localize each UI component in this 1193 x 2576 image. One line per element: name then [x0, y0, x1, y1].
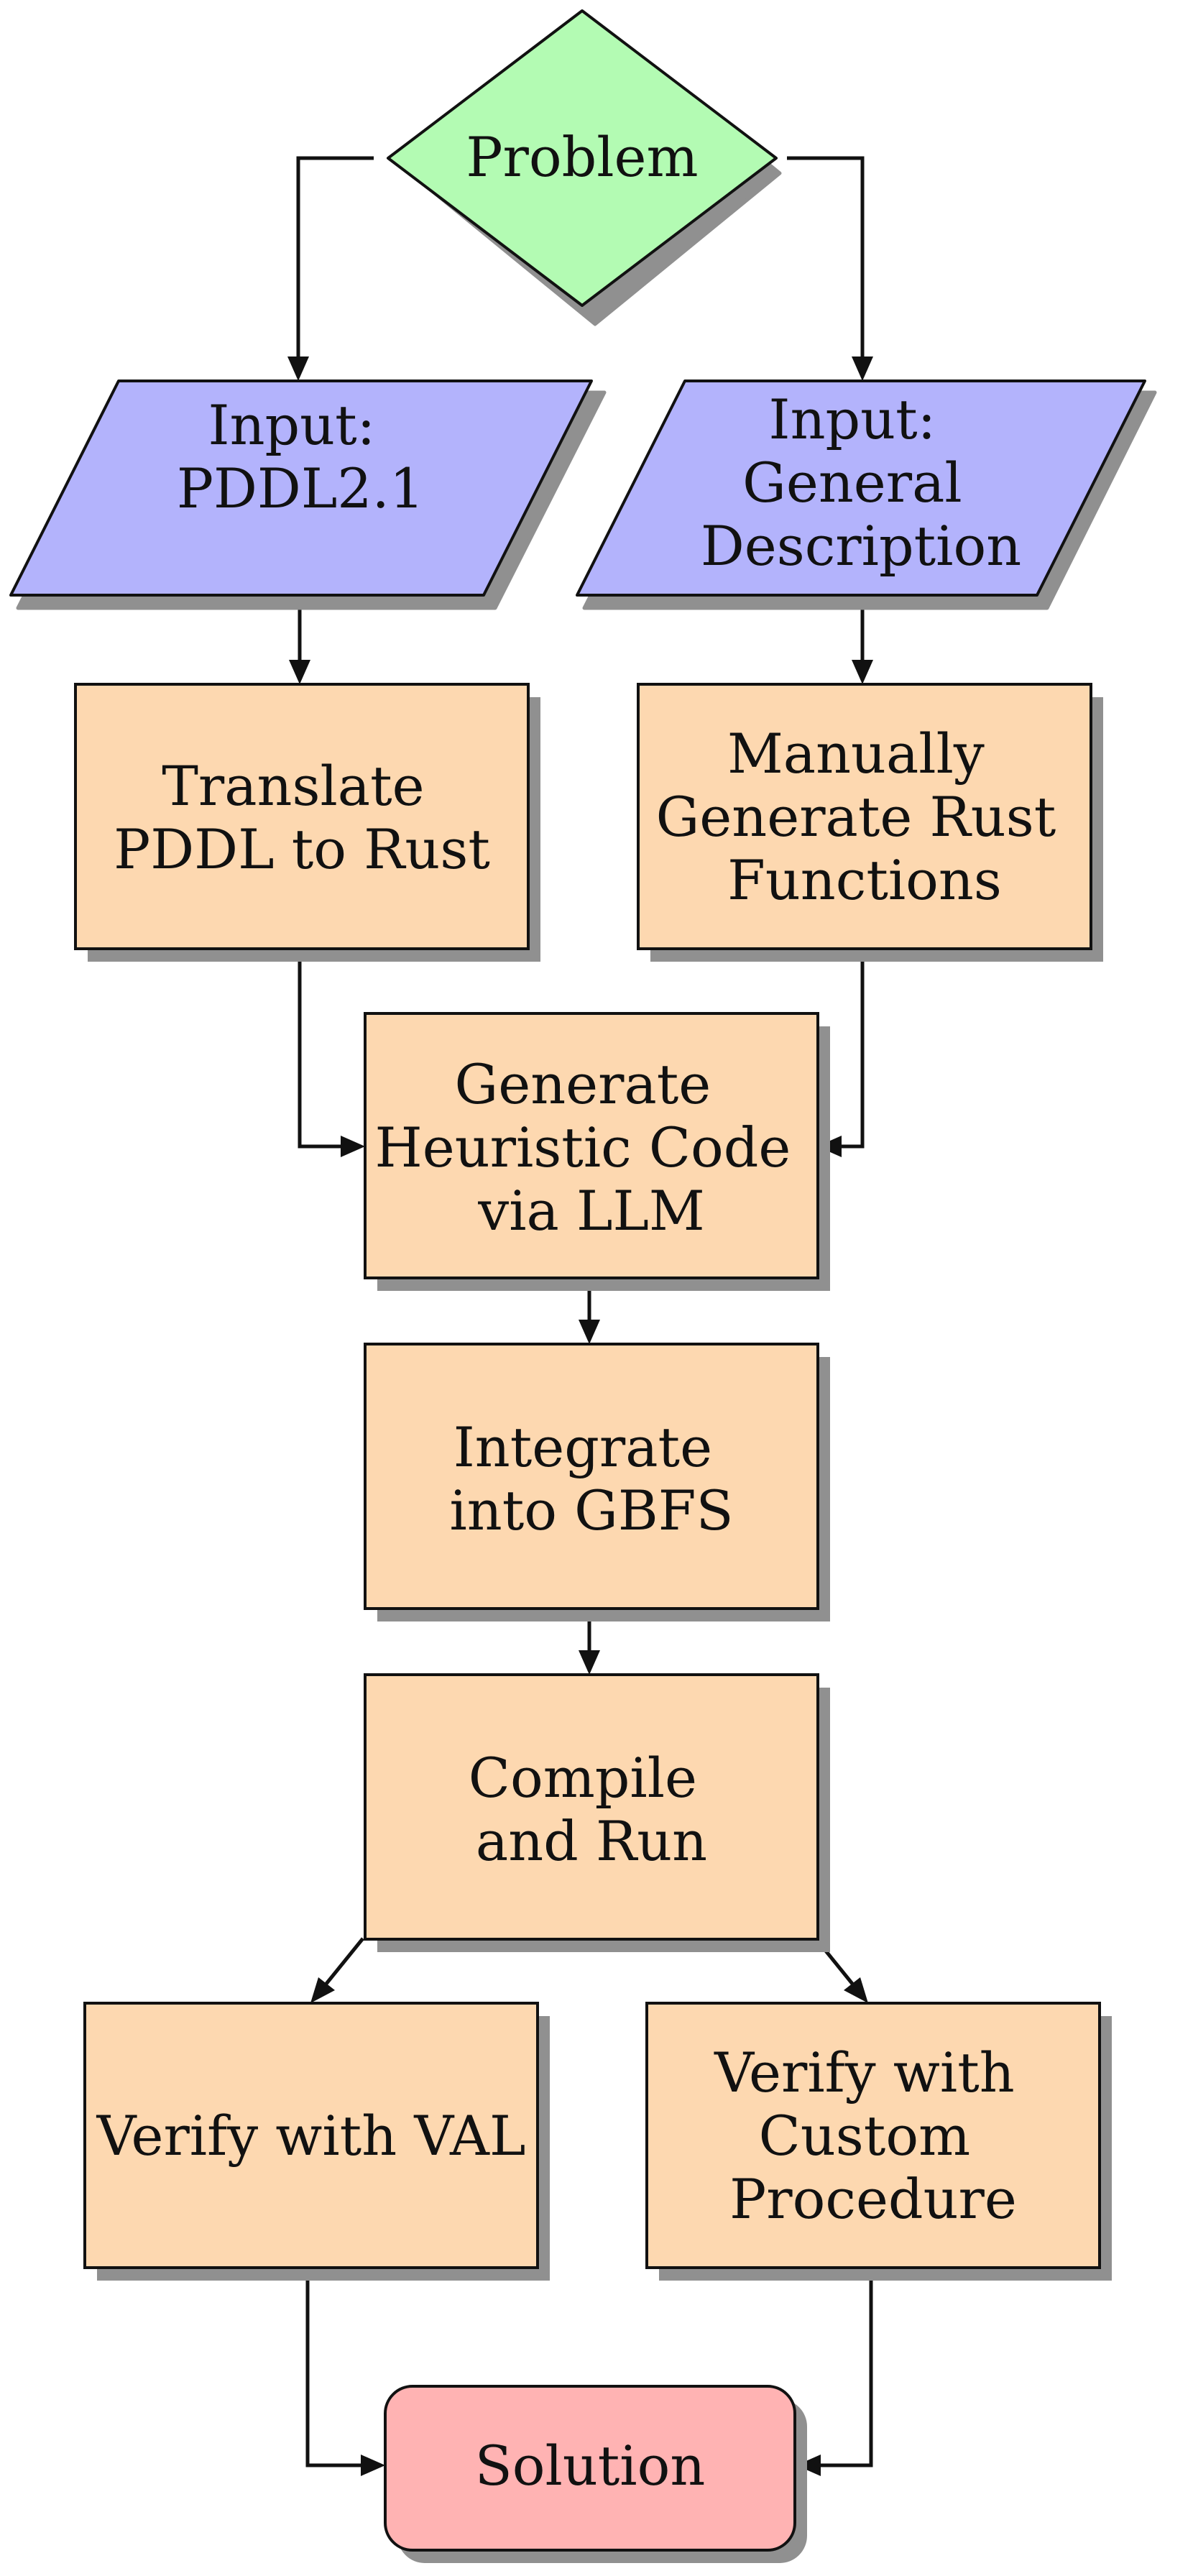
input-pddl-node: Input: PDDL2.1 [9, 380, 607, 610]
node-shape [637, 683, 1092, 950]
arrowhead [852, 660, 873, 684]
node-shape [83, 2002, 539, 2269]
arrowhead [844, 1977, 868, 2003]
node-label: Translate PDDL to Rust [114, 754, 490, 881]
edge-problem-to-input-general [787, 156, 865, 375]
node-shape [645, 2002, 1101, 2269]
arrowhead [579, 1320, 600, 1344]
node-shape [74, 683, 530, 950]
node-label: Compile and Run [469, 1746, 714, 1873]
node-label: Problem [466, 125, 698, 189]
arrowhead [852, 356, 873, 381]
solution-node: Solution [384, 2385, 807, 2563]
node-shape [364, 1012, 819, 1279]
arrowhead [796, 2455, 821, 2476]
node-label: Manually Generate Rust Functions [656, 722, 1074, 912]
node-label: Input: General Description [701, 387, 1021, 578]
node-label: Verify with VAL [96, 2104, 526, 2168]
arrowhead [579, 1650, 600, 1675]
arrowhead [341, 1136, 365, 1157]
node-shape [576, 380, 1146, 597]
node-shape [387, 9, 778, 307]
input-general-node: Input: General Description [576, 380, 1157, 610]
verify-custom-node: Verify with Custom Procedure [645, 2002, 1112, 2281]
node-label: Solution [475, 2434, 706, 2498]
node-label: Integrate into GBFS [449, 1415, 733, 1542]
manual-node: Manually Generate Rust Functions [637, 683, 1103, 962]
translate-node: Translate PDDL to Rust [74, 683, 540, 962]
node-label: Generate Heuristic Code via LLM [374, 1052, 808, 1243]
edge-verify-val-to-solution [305, 2268, 379, 2467]
verify-val-node: Verify with VAL [83, 2002, 550, 2281]
arrowhead [289, 660, 310, 684]
edge-problem-to-input-pddl [296, 156, 374, 375]
arrowhead [310, 1977, 335, 2003]
node-shape [384, 2385, 796, 2552]
integrate-node: Integrate into GBFS [364, 1343, 830, 1622]
node-shape [364, 1343, 819, 1610]
edge-verify-custom-to-solution [802, 2268, 873, 2467]
compile-node: Compile and Run [364, 1673, 830, 1952]
generate-node: Generate Heuristic Code via LLM [364, 1012, 830, 1291]
node-shape [9, 380, 593, 597]
arrowhead [361, 2455, 385, 2476]
problem-node: Problem [387, 9, 782, 326]
node-shape [364, 1673, 819, 1941]
node-label: Input: PDDL2.1 [177, 393, 424, 520]
arrowhead [287, 356, 309, 381]
edge-translate-to-generate [298, 949, 359, 1149]
node-label: Verify with Custom Procedure [714, 2041, 1032, 2231]
